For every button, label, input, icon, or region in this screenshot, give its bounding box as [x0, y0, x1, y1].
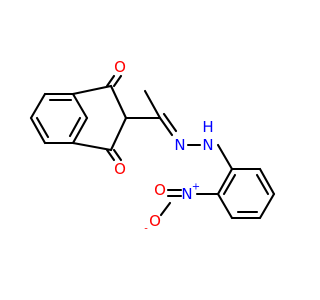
- bond: [258, 192, 276, 220]
- oxygen-atom-nitro-right: O: [154, 181, 166, 199]
- oxygen-atom-bottom: O: [114, 160, 126, 178]
- bond: [29, 92, 47, 120]
- oxygen-atom-top: O: [114, 58, 126, 76]
- bond: [109, 116, 128, 152]
- bond: [159, 201, 172, 217]
- bond: [222, 173, 237, 196]
- molecule-structure: O O N N H N + O O -: [29, 58, 276, 235]
- bond: [105, 148, 116, 162]
- bond: [71, 92, 89, 120]
- bond: [35, 116, 50, 139]
- hydrogen-atom-nh: H: [202, 118, 213, 136]
- bond: [112, 148, 123, 162]
- bond: [162, 112, 178, 133]
- atom-labels: O O N N H N + O O -: [114, 58, 214, 235]
- bond: [29, 116, 47, 145]
- bond: [258, 167, 276, 196]
- bond: [71, 116, 89, 145]
- bond: [143, 89, 162, 120]
- nitrogen-atom-nh: N: [202, 136, 213, 154]
- nitrogen-atom-nitro: N: [181, 185, 192, 203]
- nitrogen-atom-hydrazone: N: [174, 136, 185, 154]
- bond: [255, 173, 270, 196]
- bond: [71, 84, 113, 96]
- bond: [216, 192, 234, 220]
- bond: [68, 116, 82, 138]
- bond-layer: [29, 74, 276, 220]
- negative-charge: -: [144, 224, 148, 235]
- oxygen-atom-nitro-left: O: [149, 212, 161, 230]
- bond: [112, 74, 123, 88]
- bond: [216, 143, 234, 171]
- bond: [71, 141, 113, 152]
- bond: [216, 167, 234, 196]
- positive-charge: +: [192, 182, 200, 193]
- bond: [105, 74, 116, 88]
- bond: [109, 84, 128, 120]
- bond: [158, 116, 174, 137]
